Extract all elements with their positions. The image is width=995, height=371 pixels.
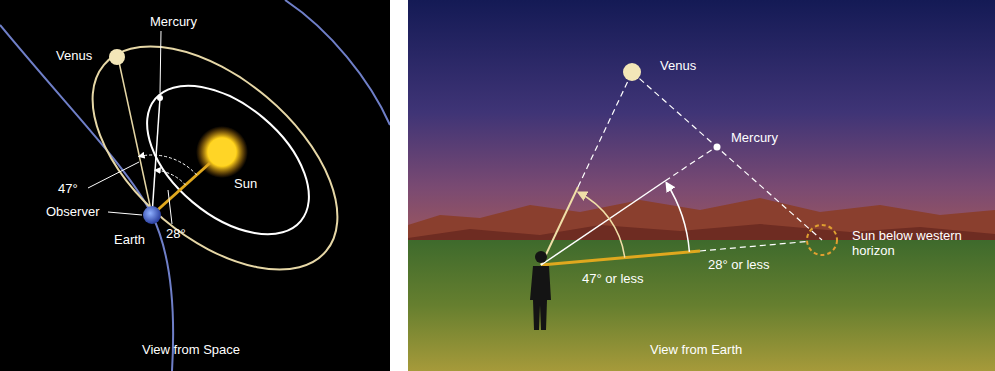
sun-label: Sun below western horizon bbox=[852, 228, 972, 258]
leader-line bbox=[168, 190, 172, 224]
leader-line bbox=[88, 162, 139, 188]
venus bbox=[109, 49, 125, 65]
mercury-sightline bbox=[541, 181, 665, 265]
dashed-line bbox=[632, 72, 822, 240]
mercury bbox=[157, 95, 163, 101]
angle-label: 47° bbox=[58, 181, 78, 196]
dashed-line bbox=[700, 242, 807, 252]
venus bbox=[623, 63, 641, 81]
panel-caption: View from Space bbox=[142, 342, 240, 357]
sun-sightline bbox=[152, 163, 210, 215]
mercury bbox=[714, 144, 721, 151]
observer-label: Observer bbox=[46, 204, 99, 219]
planet-label: Venus bbox=[56, 48, 92, 63]
panel-gap bbox=[390, 0, 408, 371]
venus-sightline bbox=[119, 62, 152, 215]
dashed-line bbox=[665, 149, 713, 181]
planet-label: Venus bbox=[660, 58, 696, 73]
angle-arc bbox=[155, 170, 185, 185]
angle-label: 28° or less bbox=[708, 257, 770, 272]
planet-label: Earth bbox=[114, 232, 145, 247]
sun-label: Sun bbox=[234, 176, 257, 191]
horizon-sightline bbox=[541, 251, 700, 265]
earth-orbit bbox=[0, 0, 390, 371]
space-background bbox=[0, 0, 390, 371]
ground bbox=[408, 240, 995, 371]
angle-arc bbox=[667, 183, 690, 252]
sun bbox=[208, 138, 236, 166]
leader-line bbox=[108, 212, 142, 215]
dashed-line bbox=[578, 81, 628, 187]
observer-figure bbox=[530, 251, 551, 330]
mercury-orbit bbox=[120, 57, 336, 263]
mercury-sightline bbox=[152, 98, 160, 215]
sun-position bbox=[807, 225, 837, 255]
earth bbox=[143, 206, 161, 224]
angle-arc bbox=[139, 155, 197, 175]
leader-line bbox=[160, 31, 161, 93]
planet-label: Mercury bbox=[731, 130, 778, 145]
angle-label: 28° bbox=[166, 226, 186, 241]
angle-label: 47° or less bbox=[582, 271, 644, 286]
angle-arc bbox=[579, 193, 625, 258]
planet-label: Mercury bbox=[150, 14, 197, 29]
sky bbox=[408, 0, 995, 250]
panel-caption: View from Earth bbox=[650, 342, 742, 357]
venus-orbit bbox=[53, 4, 378, 313]
